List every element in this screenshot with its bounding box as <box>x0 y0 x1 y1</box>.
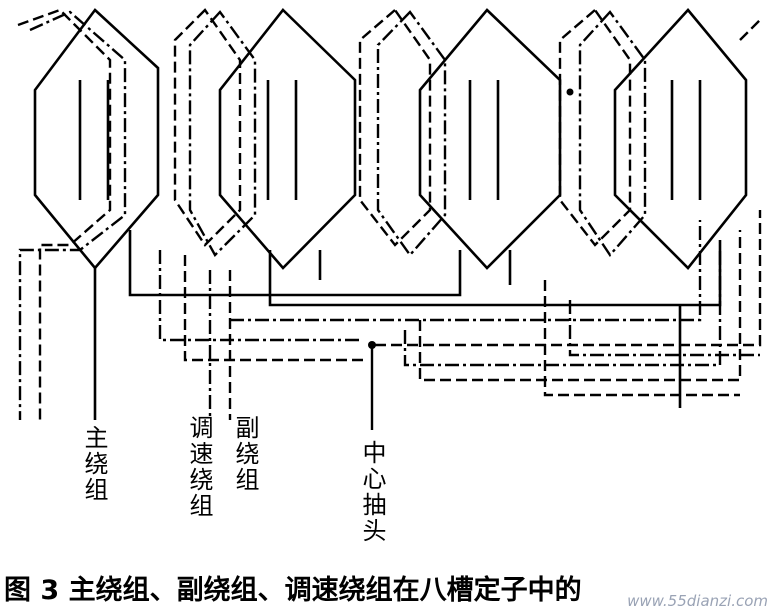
main-coil-3 <box>418 8 562 270</box>
center-tap-node <box>368 341 376 349</box>
main-coil-2 <box>218 8 357 270</box>
label-center-tap: 中心抽头 <box>358 440 386 544</box>
main-coil-4 <box>613 8 748 270</box>
label-speed-winding: 调速绕组 <box>185 415 213 519</box>
junction-dot <box>566 88 574 96</box>
label-main-winding: 主绕组 <box>80 425 108 503</box>
figure-caption: 图 3 主绕组、副绕组、调速绕组在八槽定子中的 <box>4 575 582 606</box>
label-aux-winding: 副绕组 <box>231 415 259 493</box>
main-coil-1 <box>33 8 160 271</box>
watermark: www.55dianzi.com <box>625 592 770 610</box>
